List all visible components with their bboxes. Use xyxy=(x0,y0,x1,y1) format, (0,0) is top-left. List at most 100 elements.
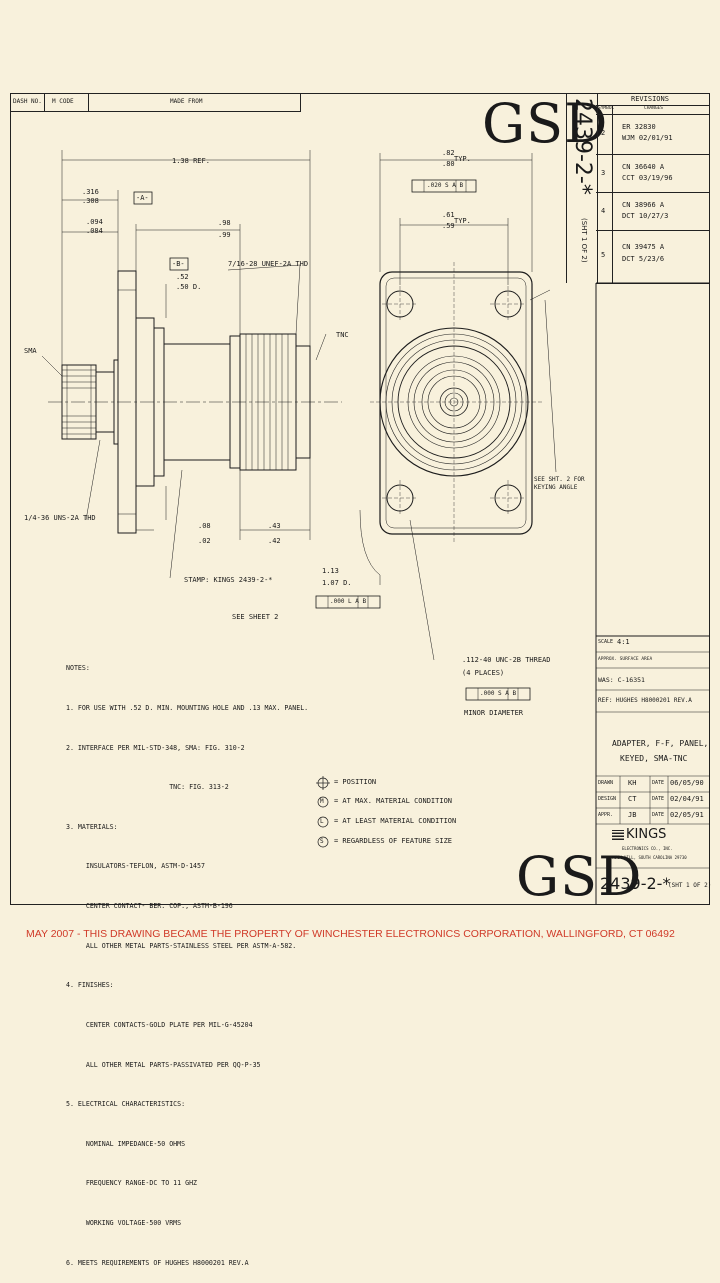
ownership-footer: MAY 2007 - THIS DRAWING BECAME THE PROPE… xyxy=(26,928,675,940)
m-code-label: M CODE xyxy=(52,98,74,105)
note-line: CENTER CONTACT- BER. COP., ASTM-B-196 xyxy=(66,902,233,911)
approval-date-label: DATE xyxy=(652,812,665,818)
notes-block: NOTES: 1. FOR USE WITH .52 D. MIN. MOUNT… xyxy=(66,636,308,1283)
design-label: DESIGN xyxy=(598,796,617,802)
design-date-label: DATE xyxy=(652,796,665,802)
note-line: 6. MEETS REQUIREMENTS OF HUGHES H8000201… xyxy=(66,1258,249,1267)
revision-symbol: 2 xyxy=(601,129,606,137)
revision-symbol: 5 xyxy=(601,251,606,259)
dim-08: .08 xyxy=(198,522,211,530)
thread-14-label: 1/4-36 UNS-2A THD xyxy=(24,514,96,522)
dim-316: .316 xyxy=(82,188,99,196)
scale-value: 4:1 xyxy=(617,638,630,646)
company-sub2: ROCK HILL, SOUTH CAROLINA 29730 xyxy=(612,855,687,860)
title-line2: KEYED, SMA-TNC xyxy=(620,754,688,763)
note-line: ALL OTHER METAL PARTS-PASSIVATED PER QQ-… xyxy=(66,1060,261,1069)
dim-107: 1.07 D. xyxy=(322,579,352,587)
fcf-top: .020 S A B xyxy=(427,182,464,189)
design-value: CT xyxy=(628,795,637,803)
typ2-label: TYP. xyxy=(454,217,471,225)
revision-line2: WJM 02/01/91 xyxy=(622,134,673,142)
dim-084: .084 xyxy=(86,227,103,235)
made-from-label: MADE FROM xyxy=(170,98,203,105)
revision-line1: CN 38966 A xyxy=(622,201,665,209)
was-label: WAS: C-16351 xyxy=(598,676,645,684)
dim-99: .99 xyxy=(218,231,231,239)
thread-716-label: 7/16-28 UNEF-2A THD xyxy=(228,260,309,268)
ref-label: REF: HUGHES H8000201 REV.A xyxy=(598,697,692,704)
note-line: 4. FINISHES: xyxy=(66,981,114,990)
revision-line2: DCT 5/23/6 xyxy=(622,255,665,263)
fcf-bottom: .000 S A B xyxy=(480,690,517,697)
revision-row: 2 ER 32830 WJM 02/01/91 xyxy=(596,114,710,155)
note-line: CENTER CONTACTS-GOLD PLATE PER MIL-G-452… xyxy=(66,1020,253,1029)
revision-symbol: 3 xyxy=(601,169,606,177)
note-line: 3. MATERIALS: xyxy=(66,822,118,831)
vertical-number-box xyxy=(566,93,598,283)
dim-42: .42 xyxy=(268,537,281,545)
tnc-label: TNC xyxy=(336,331,349,339)
legend-mmc: = AT MAX. MATERIAL CONDITION xyxy=(334,797,453,805)
keying-note: SEE SHT. 2 FOR KEYING ANGLE xyxy=(534,476,585,491)
approval-label: APPR. xyxy=(598,812,614,818)
drawn-date: 06/05/90 xyxy=(670,779,704,787)
design-date: 02/04/91 xyxy=(670,795,704,803)
approval-value: JB xyxy=(628,811,637,819)
legend-m-icon: M xyxy=(320,798,324,805)
note-line: WORKING VOLTAGE-500 VRMS xyxy=(66,1218,182,1227)
note-line: TNC: FIG. 313-2 xyxy=(66,783,229,792)
revision-row: 3 CN 36640 A CCT 03/19/96 xyxy=(596,154,710,193)
revisions-symbol-header: SYMBOL xyxy=(598,106,615,111)
revision-symbol: 4 xyxy=(601,207,606,215)
legend-position: = POSITION xyxy=(334,778,377,786)
dim-98: .98 xyxy=(218,219,231,227)
four-places-label: (4 PLACES) xyxy=(462,669,505,677)
company-sub1: ELECTRONICS CO., INC. xyxy=(622,846,673,851)
drawn-value: KH xyxy=(628,779,637,787)
fcf-mid: .000 L A B xyxy=(330,598,367,605)
notes-title: NOTES: xyxy=(66,664,90,673)
revision-row: 4 CN 38966 A DCT 10/27/3 xyxy=(596,192,710,231)
header-table: DASH NO. M CODE MADE FROM xyxy=(10,93,301,112)
dim-overall-length: 1.38 REF. xyxy=(172,157,210,165)
hole-thread-label: .112-40 UNC-2B THREAD xyxy=(462,656,551,664)
dim-094: .094 xyxy=(86,218,103,226)
legend-rfs: = REGARDLESS OF FEATURE SIZE xyxy=(334,837,453,845)
revision-line2: DCT 10/27/3 xyxy=(622,212,669,220)
drawn-label: DRAWN xyxy=(598,780,614,786)
note-line: FREQUENCY RANGE-DC TO 11 GHZ xyxy=(66,1179,198,1188)
dim-52: .52 xyxy=(176,273,189,281)
legend-l-icon: L xyxy=(320,818,324,825)
dim-61: .61 xyxy=(442,211,455,219)
note-line: ALL OTHER METAL PARTS-STAINLESS STEEL PE… xyxy=(66,941,297,950)
datum-a-label: -A- xyxy=(136,194,149,202)
note-line: 5. ELECTRICAL CHARACTERISTICS: xyxy=(66,1100,186,1109)
sma-label: SMA xyxy=(24,347,37,355)
revisions-changes-header: CHANGES xyxy=(644,106,663,111)
sheet-number: (SHT 1 OF 2) xyxy=(668,882,712,889)
note-line: 1. FOR USE WITH .52 D. MIN. MOUNTING HOL… xyxy=(66,704,309,713)
dim-59: .59 xyxy=(442,222,455,230)
datum-b-label: -B- xyxy=(172,260,185,268)
dim-43: .43 xyxy=(268,522,281,530)
company-name: KINGS xyxy=(626,827,667,842)
revision-line1: CN 36640 A xyxy=(622,163,665,171)
minor-diameter-label: MINOR DIAMETER xyxy=(464,709,524,717)
typ-label: TYP. xyxy=(454,155,471,163)
note-line: 2. INTERFACE PER MIL-STD-348, SMA: FIG. … xyxy=(66,743,245,752)
gsd-stamp-bottom: GSD xyxy=(516,845,643,908)
approval-date: 02/05/91 xyxy=(670,811,704,819)
dim-113: 1.13 xyxy=(322,567,339,575)
legend-lmc: = AT LEAST MATERIAL CONDITION xyxy=(334,817,457,825)
revision-line1: CN 39475 A xyxy=(622,243,665,251)
kings-logo-icon xyxy=(612,830,624,840)
drawn-date-label: DATE xyxy=(652,780,665,786)
dim-80: .80 xyxy=(442,160,455,168)
revisions-block: REVISIONS SYMBOL CHANGES 2 ER 32830 WJM … xyxy=(596,93,710,284)
dash-no-label: DASH NO. xyxy=(13,98,42,105)
note-line: INSULATORS-TEFLON, ASTM-D-1457 xyxy=(66,862,205,871)
surface-area-label: APPROX. SURFACE AREA xyxy=(598,657,653,662)
dim-02: .02 xyxy=(198,537,211,545)
revisions-title: REVISIONS xyxy=(631,95,669,103)
note-line: NOMINAL IMPEDANCE-50 OHMS xyxy=(66,1139,186,1148)
